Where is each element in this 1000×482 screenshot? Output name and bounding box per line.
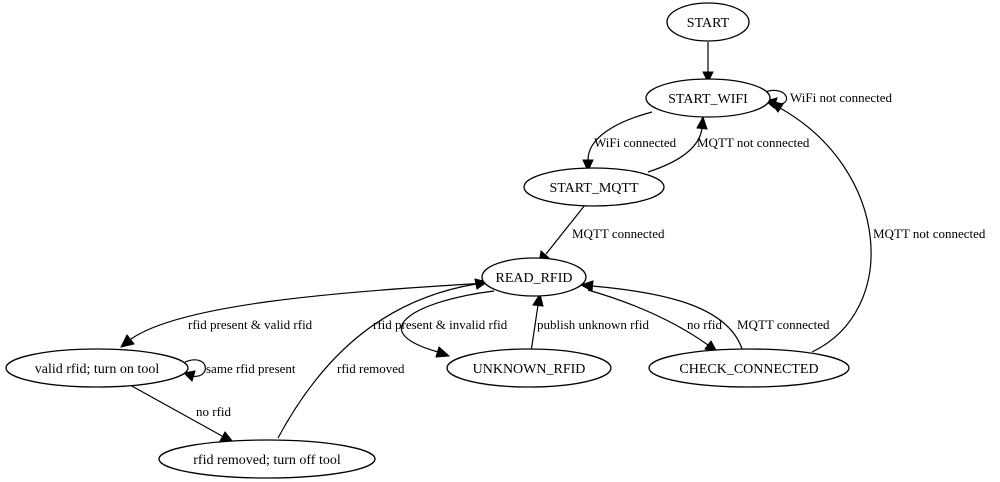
- edge-rfid-removed-to-read: rfid removed: [277, 278, 489, 439]
- edge-label-rfid-removed: rfid removed: [337, 361, 405, 376]
- node-start-wifi-label: START_WIFI: [668, 92, 748, 107]
- node-read-rfid: READ_RFID: [481, 257, 587, 297]
- edge-label-mqtt-not-connected-1: MQTT not connected: [697, 135, 810, 150]
- edge-label-rfid-present-invalid: rfid present & invalid rfid: [373, 317, 508, 332]
- edge-no-rfid-to-removed: no rfid: [129, 384, 235, 443]
- edge-rfid-present-valid: rfid present & valid rfid: [120, 282, 488, 348]
- node-start-label: START: [687, 16, 730, 31]
- edge-start-to-start-wifi: [702, 42, 714, 84]
- node-rfid-removed: rfid removed; turn off tool: [158, 439, 376, 479]
- edge-mqtt-not-connected-to-wifi-2: MQTT not connected: [768, 100, 986, 353]
- node-start-mqtt-label: START_MQTT: [549, 181, 638, 196]
- edge-mqtt-connected: MQTT connected: [538, 204, 665, 265]
- edge-label-mqtt-connected-2: MQTT connected: [737, 317, 830, 332]
- node-start-mqtt: START_MQTT: [523, 167, 665, 207]
- edge-label-no-rfid-1: no rfid: [687, 317, 723, 332]
- node-check-connected: CHECK_CONNECTED: [648, 348, 850, 388]
- edge-rfid-present-invalid: rfid present & invalid rfid: [373, 290, 508, 358]
- edge-mqtt-not-connected-to-wifi: MQTT not connected: [647, 115, 810, 173]
- edge-label-same-rfid-present: same rfid present: [206, 361, 296, 376]
- node-unknown-rfid: UNKNOWN_RFID: [446, 348, 612, 388]
- edge-same-rfid-loop: same rfid present: [182, 359, 296, 382]
- edge-publish-unknown: publish unknown rfid: [530, 292, 649, 353]
- node-read-rfid-label: READ_RFID: [495, 271, 572, 286]
- node-valid-rfid-label: valid rfid; turn on tool: [35, 362, 160, 377]
- edge-mqtt-connected-to-read: MQTT connected: [579, 280, 830, 353]
- edge-no-rfid-to-check: no rfid: [587, 289, 723, 353]
- edge-label-mqtt-connected-1: MQTT connected: [572, 226, 665, 241]
- edge-label-wifi-connected: WiFi connected: [594, 135, 677, 150]
- node-rfid-removed-label: rfid removed; turn off tool: [193, 453, 341, 468]
- node-unknown-rfid-label: UNKNOWN_RFID: [473, 362, 586, 377]
- node-start-wifi: START_WIFI: [645, 78, 771, 118]
- edge-label-no-rfid-2: no rfid: [196, 404, 232, 419]
- edge-label-mqtt-not-connected-2: MQTT not connected: [873, 226, 986, 241]
- edge-label-publish-unknown: publish unknown rfid: [537, 317, 649, 332]
- node-valid-rfid: valid rfid; turn on tool: [5, 348, 189, 388]
- node-start: START: [666, 2, 750, 42]
- node-check-connected-label: CHECK_CONNECTED: [679, 362, 818, 377]
- edge-wifi-connected: WiFi connected: [582, 111, 677, 173]
- edge-label-wifi-not-connected: WiFi not connected: [790, 90, 893, 105]
- edge-label-rfid-present-valid: rfid present & valid rfid: [188, 317, 313, 332]
